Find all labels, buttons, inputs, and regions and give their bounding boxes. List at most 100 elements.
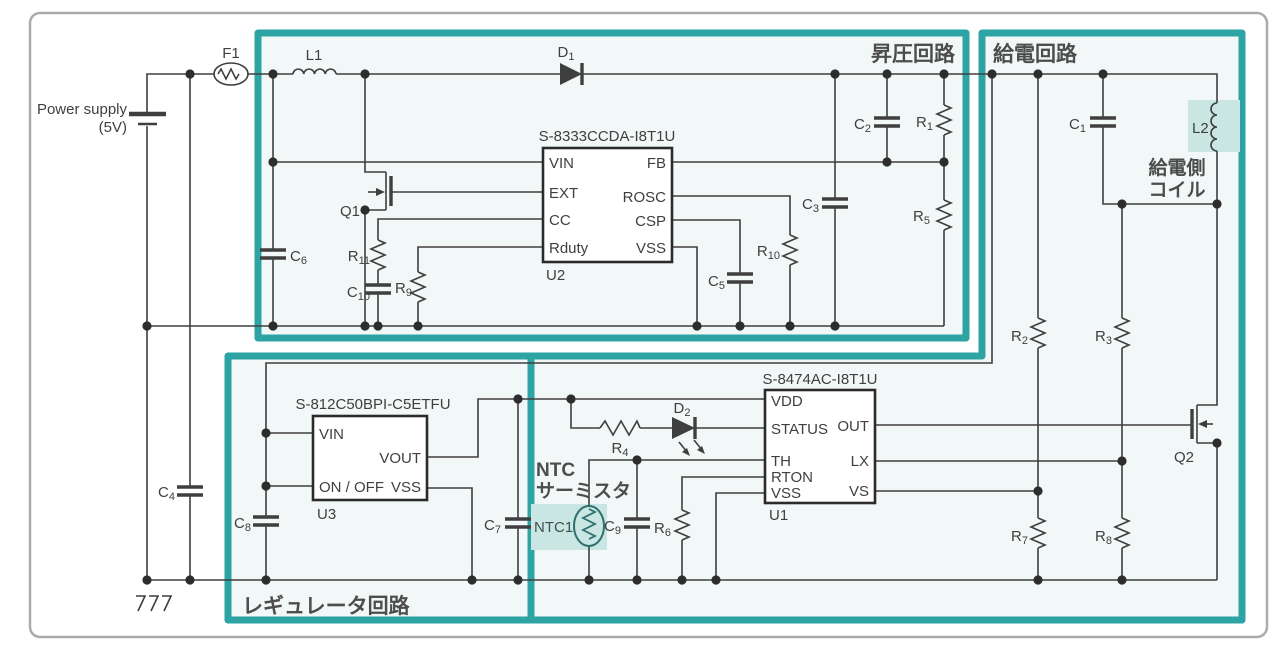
u3-pin-onoff: ON / OFF — [319, 479, 384, 496]
thermistor-ntc1 — [573, 505, 605, 547]
u2-pin-csp: CSP — [635, 213, 666, 230]
d1-label: D1 — [558, 44, 575, 63]
ntc-label-line2: サーミスタ — [536, 480, 631, 502]
inductor-l1 — [292, 68, 337, 75]
status-branch-wire — [570, 399, 765, 429]
rton-branch-wire — [681, 476, 765, 580]
resistor-r6 — [672, 509, 692, 541]
q2-label: Q2 — [1174, 449, 1194, 466]
u3-ref: U3 — [317, 506, 336, 523]
resistor-r3 — [1112, 317, 1132, 349]
capacitor-c3 — [822, 197, 848, 209]
th-ntc-wire — [588, 459, 765, 580]
u2-pin-rduty: Rduty — [549, 240, 589, 257]
capacitor-c7 — [505, 517, 531, 529]
r8-label: R8 — [1095, 528, 1112, 547]
c4-label: C4 — [158, 484, 175, 503]
f1-label: F1 — [222, 45, 240, 62]
ground-icon — [136, 595, 173, 612]
feed-coil-label-line1: 給電側 — [1148, 156, 1205, 179]
ic-u1: S-8474AC-I8T1U VDD STATUS TH RTON VSS OU… — [762, 371, 877, 524]
capacitor-c1 — [1090, 116, 1116, 128]
u1-part-number: S-8474AC-I8T1U — [762, 371, 877, 388]
d2-label: D2 — [674, 400, 691, 419]
junction-dots — [142, 69, 1222, 585]
u3-part-number: S-812C50BPI-C5ETFU — [295, 396, 450, 413]
u1-vss-wire — [715, 492, 765, 580]
u3-pin-vin: VIN — [319, 426, 344, 443]
q1-label: Q1 — [340, 203, 360, 220]
r3-label: R3 — [1095, 328, 1112, 347]
capacitor-c8 — [253, 515, 279, 527]
c1-label: C1 — [1069, 116, 1086, 135]
c8-label: C8 — [234, 515, 251, 534]
resistor-r7 — [1028, 517, 1048, 549]
u1-pin-rton: RTON — [771, 469, 813, 486]
rosc-branch-wire — [672, 195, 791, 326]
boost-section-label: 昇圧回路 — [871, 42, 956, 66]
resistor-r9 — [408, 271, 428, 303]
u1-pin-th: TH — [771, 453, 791, 470]
battery-icon — [129, 111, 166, 126]
u2-body — [541, 146, 674, 264]
u1-pin-lx: LX — [851, 453, 869, 470]
capacitor-c9 — [624, 517, 650, 529]
ground-strokes — [136, 595, 173, 612]
ic-u2: S-8333CCDA-I8T1U VIN EXT CC Rduty FB ROS… — [539, 128, 676, 284]
r1-label: R1 — [916, 114, 933, 133]
u1-pin-status: STATUS — [771, 421, 828, 438]
inductor-l2 — [1210, 102, 1218, 152]
capacitor-c10 — [365, 283, 391, 295]
l2-q2-column-wire — [1196, 151, 1218, 580]
c7-label: C7 — [484, 517, 501, 536]
c6-label: C6 — [290, 248, 307, 267]
l1-label: L1 — [306, 47, 323, 64]
u3-pin-wires — [266, 398, 765, 580]
regulator-section-label: レギュレータ回路 — [242, 594, 411, 618]
capacitor-c6 — [260, 248, 286, 260]
u2-pin-ext: EXT — [549, 185, 578, 202]
r9-label: R9 — [395, 280, 412, 299]
u1-ref: U1 — [769, 507, 788, 524]
u2-ref: U2 — [546, 267, 565, 284]
resistor-r11 — [368, 239, 388, 271]
led-d2 — [672, 417, 705, 456]
mosfet-q1 — [368, 176, 393, 206]
q1-arrow-head — [376, 188, 385, 196]
c5-label: C5 — [708, 273, 725, 292]
u1-pin-vss: VSS — [771, 485, 801, 502]
r6-label: R6 — [654, 520, 671, 539]
regulator-feed-wire — [265, 74, 993, 580]
r11-label: R11 — [348, 248, 370, 267]
u2-pin-vss: VSS — [636, 240, 666, 257]
feed-section-label: 給電回路 — [993, 42, 1078, 66]
mosfet-q2 — [1190, 409, 1213, 439]
resistor-r5 — [934, 199, 954, 231]
capacitor-c4 — [177, 485, 203, 497]
u3-pin-vss: VSS — [391, 479, 421, 496]
c2-label: C2 — [854, 116, 871, 135]
c3-label: C3 — [802, 196, 819, 215]
r2-label: R2 — [1011, 328, 1028, 347]
capacitor-c5 — [727, 272, 753, 284]
cc-branch-wire — [377, 218, 543, 326]
resistor-r4 — [599, 419, 641, 437]
u1-body — [763, 388, 877, 505]
diode-d1 — [560, 63, 584, 85]
csp-branch-wire — [672, 219, 741, 326]
u1-pin-vdd: VDD — [771, 393, 803, 410]
ntc-label-line1: NTC — [536, 460, 575, 481]
u3-pin-vout: VOUT — [379, 450, 421, 467]
u2-pin-cc: CC — [549, 212, 571, 229]
resistor-r2 — [1028, 317, 1048, 349]
r7-label: R7 — [1011, 528, 1028, 547]
q1-wires — [364, 74, 543, 326]
ntc1-label: NTC1 — [534, 519, 573, 536]
capacitor-c2 — [874, 116, 900, 128]
feed-coil-label-line2: コイル — [1148, 180, 1205, 201]
power-supply-label: Power supply — [37, 101, 128, 118]
r4-label: R4 — [612, 440, 629, 459]
u2-pin-rosc: ROSC — [623, 189, 667, 206]
u2-pin-vin: VIN — [549, 155, 574, 172]
